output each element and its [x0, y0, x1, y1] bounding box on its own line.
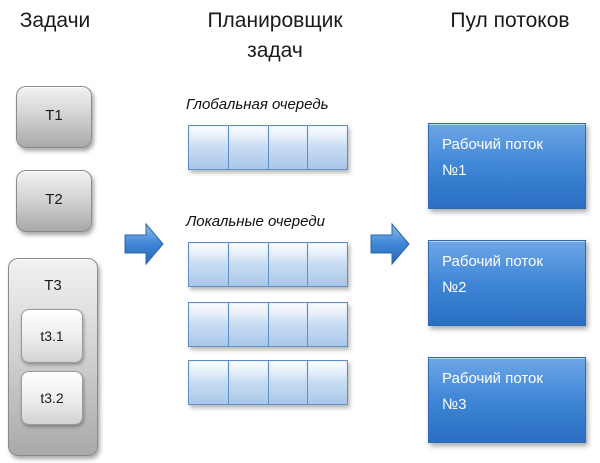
- tasks-column-title: Задачи: [19, 9, 91, 32]
- worker-title: Рабочий поток: [442, 136, 543, 153]
- global-queue: [188, 125, 348, 170]
- queue-cell: [189, 361, 229, 404]
- queue-cell: [268, 243, 309, 286]
- task-label: T2: [45, 191, 63, 208]
- flow-arrow-icon: [124, 222, 164, 266]
- worker-thread-2: Рабочий поток №2: [428, 240, 586, 326]
- local-queue-3: [188, 360, 348, 405]
- queue-cell: [308, 243, 347, 286]
- queue-cell: [228, 126, 269, 169]
- local-queue-1: [188, 242, 348, 287]
- task-t3: T3 t3.1 t3.2: [8, 258, 98, 456]
- worker-thread-1: Рабочий поток №1: [428, 123, 586, 209]
- flow-arrow-icon: [370, 222, 410, 266]
- queue-cell: [189, 126, 229, 169]
- worker-number: №3: [442, 396, 467, 413]
- local-queues-label: Локальные очереди: [186, 213, 325, 230]
- queue-cell: [228, 303, 269, 346]
- task-t1: T1: [16, 86, 92, 148]
- task-label: T3: [44, 277, 62, 294]
- queue-cell: [268, 126, 309, 169]
- queue-cell: [308, 126, 347, 169]
- worker-number: №1: [442, 162, 467, 179]
- queue-cell: [228, 243, 269, 286]
- pool-column-title: Пул потоков: [450, 9, 570, 32]
- worker-number: №2: [442, 279, 467, 296]
- subtask-t3-2: t3.2: [21, 371, 83, 425]
- queue-cell: [228, 361, 269, 404]
- task-label: T1: [45, 107, 63, 124]
- global-queue-label: Глобальная очередь: [186, 96, 329, 113]
- subtask-t3-1: t3.1: [21, 309, 83, 363]
- queue-cell: [308, 361, 347, 404]
- worker-title: Рабочий поток: [442, 253, 543, 270]
- queue-cell: [268, 303, 309, 346]
- worker-title: Рабочий поток: [442, 370, 543, 387]
- queue-cell: [189, 303, 229, 346]
- queue-cell: [189, 243, 229, 286]
- worker-thread-3: Рабочий поток №3: [428, 357, 586, 443]
- task-t2: T2: [16, 170, 92, 232]
- scheduler-column-title: Планировщик задач: [207, 9, 343, 62]
- queue-cell: [268, 361, 309, 404]
- queue-cell: [308, 303, 347, 346]
- local-queue-2: [188, 302, 348, 347]
